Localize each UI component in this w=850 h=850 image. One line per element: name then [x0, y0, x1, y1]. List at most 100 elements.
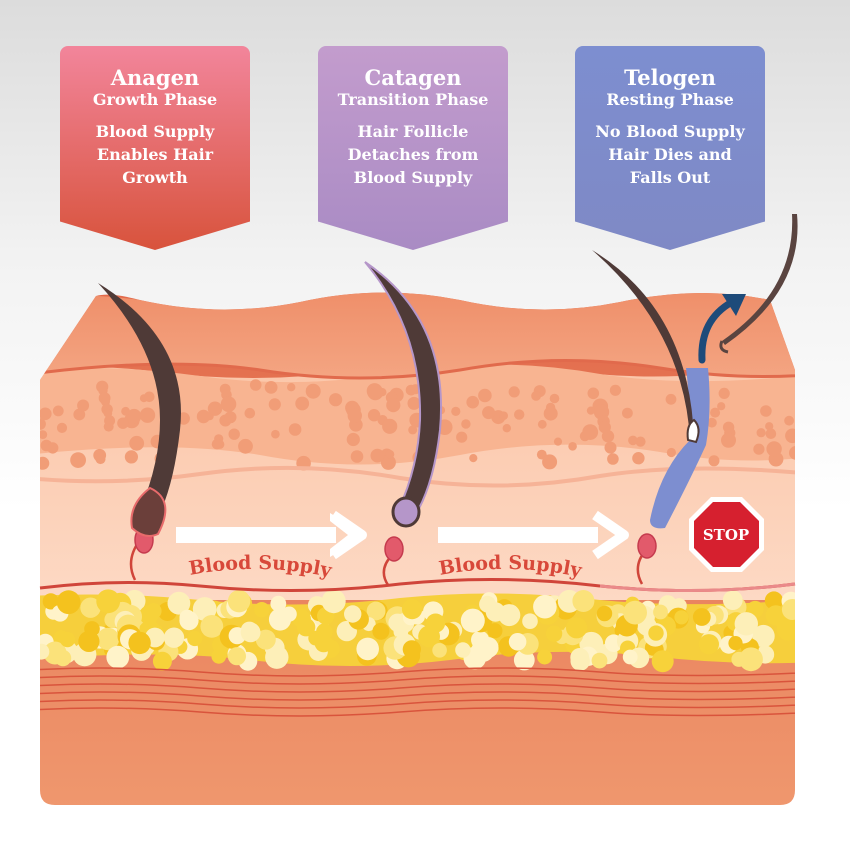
dermis-dot	[347, 408, 362, 423]
dermis-dot	[56, 422, 68, 433]
dermis-dot	[635, 436, 646, 447]
dermis-dot	[268, 398, 281, 411]
dermis-dot	[765, 428, 777, 440]
dermis-dot	[508, 386, 520, 398]
dermis-dot	[77, 399, 90, 412]
deep-tissue-line	[40, 691, 795, 701]
phase-arrow-1	[176, 510, 367, 560]
dermis-dot	[482, 406, 496, 420]
deep-tissue-line	[40, 667, 795, 677]
fat-cell	[42, 593, 59, 610]
dermal-papilla-telogen	[637, 533, 657, 559]
deep-tissue-line	[40, 707, 795, 717]
anagen-banner: Anagen Growth Phase Blood Supply Enables…	[60, 46, 250, 250]
fat-cell	[537, 649, 553, 665]
fat-cell	[460, 608, 485, 633]
fat-cell	[426, 613, 446, 633]
dermis-dot	[622, 407, 633, 419]
dermis-dot	[628, 435, 638, 446]
dermis-dot	[211, 439, 223, 450]
fat-cell	[163, 627, 185, 648]
fat-cell	[308, 630, 324, 646]
dermis-dot	[765, 422, 774, 431]
fat-cell	[566, 617, 588, 639]
dermis-dot	[287, 383, 296, 392]
fat-cell	[455, 642, 471, 658]
dermis-dot	[753, 443, 765, 455]
dermis-dot	[271, 429, 280, 439]
fat-cell	[545, 625, 563, 642]
catagen-banner: Catagen Transition Phase Hair Follicle D…	[318, 46, 508, 250]
dermis-dot	[126, 408, 142, 424]
dermis-dot	[582, 424, 599, 440]
fat-cell	[764, 591, 784, 610]
deep-tissue-line	[40, 683, 795, 693]
dermis-dot	[710, 407, 721, 418]
fat-cell	[570, 651, 590, 671]
telogen-description: No Blood Supply Hair Dies and Falls Out	[595, 122, 745, 187]
fat-cell	[477, 637, 499, 658]
catagen-description: Hair Follicle Detaches from Blood Supply	[347, 122, 479, 187]
dermis-dot	[760, 405, 772, 417]
telogen-title: Telogen	[624, 65, 716, 90]
fat-cell	[522, 613, 538, 629]
stop-sign: STOP	[689, 497, 764, 572]
telogen-hair-shaft	[592, 250, 694, 440]
fat-cell	[167, 591, 191, 615]
fat-cell	[508, 633, 527, 651]
dermis-dot	[568, 442, 577, 451]
dermis-dot	[47, 442, 59, 454]
fat-cell	[734, 612, 758, 636]
fat-cell	[254, 602, 270, 618]
dermis-dot	[451, 406, 461, 416]
dermis-dot	[708, 455, 720, 467]
fat-cell	[281, 606, 297, 622]
dermis-dot	[117, 417, 129, 429]
fat-cell	[776, 617, 795, 641]
fat-cell	[722, 590, 743, 610]
fat-cell	[344, 605, 362, 623]
fat-cell	[698, 634, 720, 655]
fat-cell	[388, 613, 407, 632]
fat-cell	[78, 630, 100, 653]
fat-cell	[56, 590, 81, 615]
fat-cells	[40, 589, 795, 673]
dermis-dot	[124, 450, 138, 464]
fat-cell	[192, 597, 217, 621]
telogen-banner: Telogen Resting Phase No Blood Supply Ha…	[575, 46, 765, 250]
fat-cell	[651, 650, 674, 673]
dermis-dot	[40, 407, 52, 421]
dermis-dot	[756, 428, 766, 438]
deep-tissue-line	[40, 675, 795, 685]
fat-cell	[40, 643, 50, 660]
fat-cell	[227, 647, 246, 666]
dermis-dot	[249, 379, 262, 391]
dermis-dot	[542, 454, 558, 470]
fall-out-arrowhead	[722, 294, 746, 316]
dermis-dot	[380, 454, 396, 470]
fat-cell	[270, 595, 287, 612]
fat-cell	[513, 649, 535, 671]
fat-cell	[692, 608, 711, 626]
fat-cell	[96, 589, 121, 614]
dermis-dot	[40, 418, 46, 430]
fat-cell	[572, 590, 595, 612]
telogen-hair-root	[686, 418, 700, 444]
dermis-dot	[144, 391, 155, 403]
fat-cell	[59, 632, 76, 648]
dermis-dot	[329, 393, 343, 407]
dermis-dot	[604, 441, 617, 454]
anagen-title: Anagen	[110, 65, 200, 90]
dermis-dot	[73, 408, 86, 421]
dermis-dot	[766, 441, 782, 457]
anagen-hair-bulb	[130, 486, 167, 537]
dermis-dot	[587, 387, 600, 400]
dermis-dot	[502, 424, 511, 433]
fat-cell	[356, 637, 380, 661]
dermis-dot	[196, 409, 211, 424]
dermis-dot	[665, 393, 677, 405]
falling-hair-root	[719, 340, 729, 354]
fat-cell	[674, 610, 689, 625]
dermis-dot	[598, 421, 611, 434]
fat-cell	[752, 624, 775, 648]
